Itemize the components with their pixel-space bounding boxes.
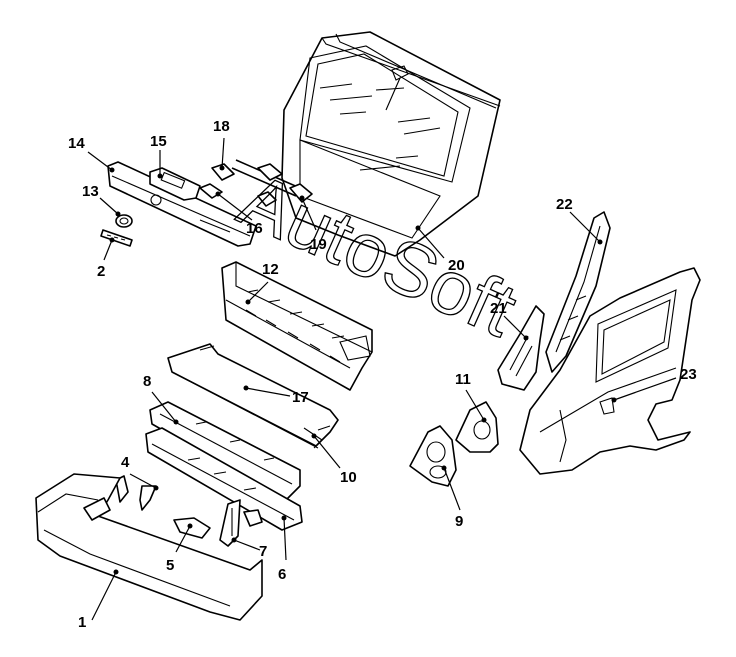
callout-4[interactable]: 4 <box>121 454 130 471</box>
callout-20[interactable]: 20 <box>448 257 465 274</box>
callout-12[interactable]: 12 <box>262 261 279 278</box>
callout-9[interactable]: 9 <box>455 513 463 530</box>
callout-13[interactable]: 13 <box>82 183 99 200</box>
callout-21[interactable]: 21 <box>490 300 507 317</box>
rear-panel-upper-part[interactable] <box>149 401 301 501</box>
callout-2[interactable]: 2 <box>97 263 105 280</box>
callout-5[interactable]: 5 <box>166 557 174 574</box>
bumper-bracket-left-part[interactable] <box>115 475 157 511</box>
callout-14[interactable]: 14 <box>68 135 85 152</box>
callout-11[interactable]: 11 <box>455 371 471 388</box>
tail-lamp-housing-part[interactable] <box>455 401 499 453</box>
quarter-panel-part[interactable] <box>519 267 701 475</box>
callout-1[interactable]: 1 <box>78 614 86 631</box>
bumper-mount-part[interactable] <box>173 517 211 539</box>
callout-labels: 1 2 4 5 6 7 8 9 10 11 12 13 14 15 16 17 … <box>68 118 697 631</box>
corner-panel-part[interactable] <box>497 305 545 391</box>
callout-16[interactable]: 16 <box>246 220 263 237</box>
striker-part[interactable] <box>289 183 313 203</box>
pillar-reinforcement-part[interactable] <box>545 211 611 373</box>
tail-lamp-part[interactable] <box>409 425 457 487</box>
energy-absorber-part[interactable] <box>221 261 373 391</box>
callout-23[interactable]: 23 <box>680 366 697 383</box>
callout-7[interactable]: 7 <box>259 543 267 560</box>
plate-trim-strip-part[interactable] <box>107 161 257 247</box>
callout-19[interactable]: 19 <box>310 236 327 253</box>
bumper-bracket-right-part[interactable] <box>219 499 241 547</box>
bumper-cover-part[interactable] <box>35 473 263 621</box>
callout-22[interactable]: 22 <box>556 196 573 213</box>
emblem-part[interactable] <box>115 214 133 228</box>
callout-17[interactable]: 17 <box>292 389 309 406</box>
reinforcement-bar-part[interactable] <box>167 343 339 449</box>
leader-lines <box>87 137 677 621</box>
badge-part[interactable] <box>100 229 133 247</box>
callout-18[interactable]: 18 <box>213 118 230 135</box>
callout-8[interactable]: 8 <box>143 373 151 390</box>
callout-6[interactable]: 6 <box>278 566 286 583</box>
callout-15[interactable]: 15 <box>150 133 167 150</box>
tailgate-part[interactable] <box>281 31 501 257</box>
callout-10[interactable]: 10 <box>340 469 357 486</box>
rear-panel-lower-part[interactable] <box>145 427 303 531</box>
tailgate-hinge-part[interactable] <box>211 159 301 197</box>
